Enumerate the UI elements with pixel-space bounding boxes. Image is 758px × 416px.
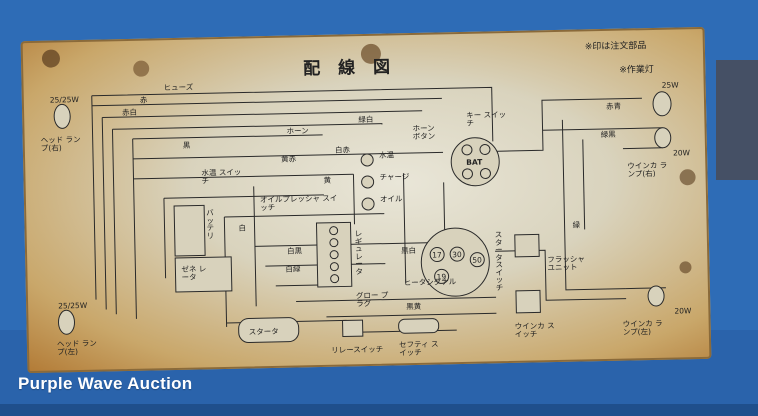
order-parts-note: ※印は注文部品 — [584, 41, 647, 53]
wire-color-label: 白緑 — [285, 264, 301, 274]
horn-button-label: ホーン ボタン — [412, 123, 436, 141]
starter-switch-label: スタータスイッチ — [494, 230, 504, 292]
wire-color-label: 白黒 — [286, 246, 303, 256]
wire-color-label: 黒黄 — [406, 301, 422, 312]
wire-color-label: 緑黒 — [600, 129, 616, 140]
wire-color-label: 赤 — [139, 95, 148, 105]
winker-lamp-right-label: ウインカ ランプ(右) — [627, 160, 668, 179]
glow-plug-label: グロー プラグ — [355, 290, 389, 308]
starter-terminal-50: 50 — [472, 255, 482, 265]
oil-lamp-label: オイル — [379, 194, 403, 204]
relay-switch-label: リレースイッチ — [331, 344, 384, 355]
starter-terminal-17: 17 — [432, 250, 442, 260]
starter-terminal-30: 30 — [452, 250, 462, 260]
work-light-note: ※作業灯 — [619, 64, 654, 76]
fuse-label: ヒューズ — [163, 82, 194, 93]
wire-color-label: 白赤 — [334, 145, 351, 155]
regulator-label: レギュレータ — [354, 229, 364, 276]
winker-lamp-left-label: ウインカ ランプ(左) — [622, 318, 663, 337]
wire-color-label: 白 — [238, 223, 247, 233]
water-temp-gauge-label: 水温 — [378, 150, 395, 160]
charge-lamp-label: チャージ — [379, 172, 410, 182]
horn-label: ホーン — [286, 126, 309, 136]
work-light-wattage: 25W — [661, 80, 679, 90]
winker-left-wattage: 20W — [674, 306, 692, 316]
headlamp-wattage-bottom: 25/25W — [58, 300, 88, 311]
wire-color-label: 赤白 — [122, 107, 138, 118]
headlamp-wattage-top: 25/25W — [49, 94, 79, 105]
generator-label: ゼネ レータ — [181, 264, 207, 282]
headlamp-left-label: ヘッド ランプ(左) — [56, 338, 97, 357]
wire-color-label: 黄赤 — [281, 154, 297, 164]
starter-terminal-19: 19 — [436, 272, 447, 282]
wire-color-label: 赤青 — [605, 101, 622, 111]
winker-switch-label: ウインカ スイッチ — [514, 321, 555, 339]
key-switch-label: キー スイッチ — [466, 110, 507, 128]
flasher-unit-label: フラッシャ ユニット — [547, 254, 585, 272]
water-temp-switch-label: 水温 スイッチ — [201, 167, 242, 185]
wire-color-label: 緑白 — [358, 114, 374, 125]
safety-switch-label: セフティ スイッチ — [398, 339, 439, 357]
wiring-lines — [41, 43, 696, 343]
wire-color-label: 黄 — [323, 175, 332, 185]
oil-pressure-switch-label: オイルプレッシャ スイッチ — [259, 193, 338, 212]
headlamp-right-label: ヘッド ランプ(右) — [40, 134, 81, 153]
auction-watermark: Purple Wave Auction — [18, 374, 193, 393]
wire-color-label: 黒白 — [400, 245, 417, 256]
heater-signal-label: ヒータシグナル — [403, 277, 457, 288]
battery-label: バッテリ — [206, 208, 215, 240]
wiring-diagram-plate: 配 線 図 ※印は注文部品 ※作業灯 25/25W ヘッド ランプ(右) 25/… — [20, 26, 712, 374]
wire-color-label: 緑 — [572, 220, 581, 230]
winker-right-wattage: 20W — [672, 148, 691, 158]
starter-label: スタータ — [248, 326, 279, 337]
key-switch-bat-terminal: BAT — [466, 157, 483, 167]
wire-color-label: 黒 — [182, 140, 191, 150]
diagram-title: 配 線 図 — [303, 57, 397, 80]
